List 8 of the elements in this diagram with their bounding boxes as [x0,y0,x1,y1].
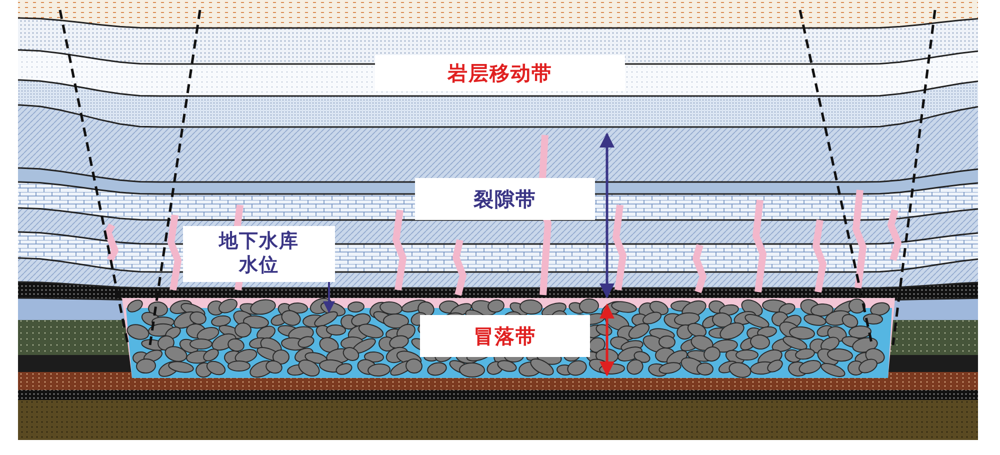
zone-label-box [420,315,590,357]
zone-label: 冒落带 [474,324,536,348]
zone-label: 裂隙带 [474,186,536,212]
zone-label-box [415,178,595,220]
zone-label-box [183,226,335,282]
zone-label-box [375,55,625,91]
zone-label: 岩层移动带 [448,60,552,86]
zone-label: 地下水库水位 [218,230,300,278]
